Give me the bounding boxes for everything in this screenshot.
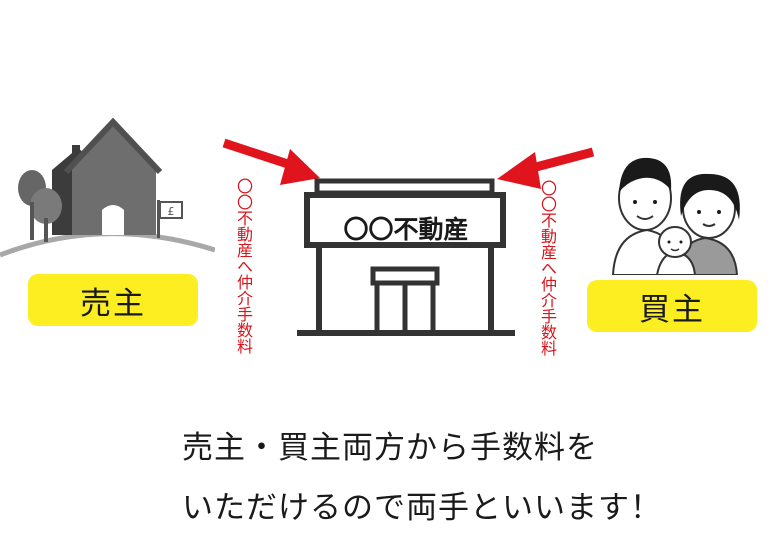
caption-line-1: 売主・買主両方から手数料を xyxy=(182,430,598,466)
tree-trunk-shape xyxy=(30,202,34,240)
arrow-left xyxy=(222,138,320,185)
seller-house-illustration: £ xyxy=(0,117,215,258)
tree-trunk-shape xyxy=(44,218,48,242)
sign-currency-text: £ xyxy=(168,205,175,218)
buyer-family-illustration xyxy=(611,157,740,275)
door-shape xyxy=(102,205,124,235)
office-building-illustration xyxy=(297,178,515,336)
fee-label-right: 〇〇不動産へ仲介手数料 xyxy=(538,180,557,356)
main-house-shape xyxy=(72,124,156,235)
arrow-right xyxy=(497,147,595,189)
sign-board-shape xyxy=(159,201,183,219)
caption-line-2: いただけるので両手といいます！ xyxy=(182,490,662,526)
office-name: 〇〇不動産 xyxy=(343,215,469,244)
fee-label-left: 〇〇不動産へ仲介手数料 xyxy=(234,178,253,354)
seller-label: 売主 xyxy=(28,274,198,326)
chimney-shape xyxy=(72,145,80,161)
sign-post-shape xyxy=(157,200,160,238)
main-roof-shape xyxy=(63,117,163,175)
buyer-label: 買主 xyxy=(587,280,757,332)
tree-icon xyxy=(30,188,62,224)
